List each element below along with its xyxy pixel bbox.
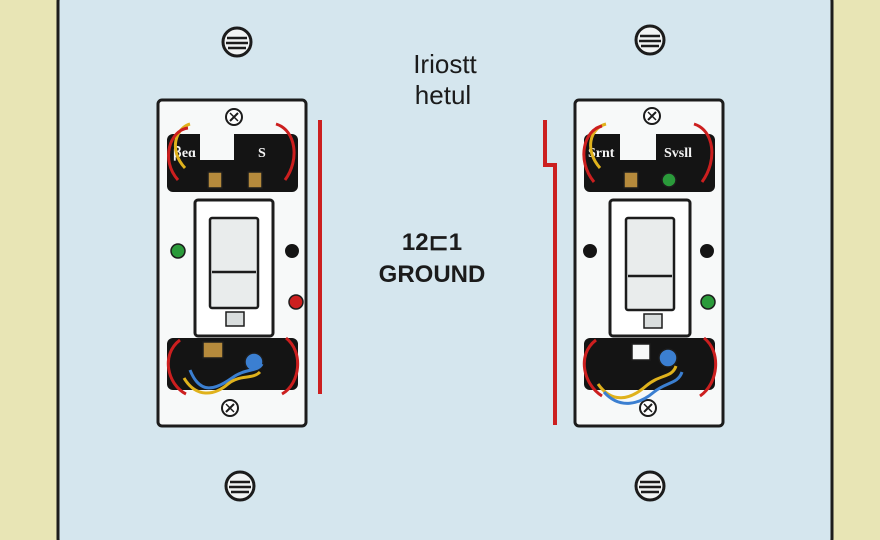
right-switch: Srnt Svsll	[573, 98, 725, 428]
plate-screw-bottom-left-icon	[224, 470, 256, 502]
left-top-terminal-block	[167, 134, 298, 192]
left-bottom-red-wire-1	[166, 338, 187, 396]
plate-screw-bottom-right-icon	[634, 470, 666, 502]
left-red-dot	[288, 294, 304, 310]
title-line-2: hetul	[415, 80, 471, 110]
right-top-red-wire-1	[582, 124, 603, 183]
left-top-mount-screw-icon	[225, 108, 243, 126]
right-top-mount-screw-icon	[643, 107, 661, 125]
right-blue-wire	[602, 371, 684, 405]
left-top-red-wire-2	[275, 122, 296, 181]
left-ground-dot	[170, 243, 186, 259]
right-terminal-left-label: Srnt	[588, 146, 615, 161]
title-line-1: Iriostt	[413, 49, 477, 79]
right-bottom-red-wire-2	[699, 336, 718, 398]
center-number-label: 12⊏1	[402, 229, 462, 256]
right-terminal-right-label: Svsll	[664, 146, 692, 161]
left-rocker-switch-icon[interactable]	[208, 216, 260, 310]
right-top-yellow-wire	[589, 122, 607, 169]
left-switch-slot	[225, 311, 245, 327]
right-rocker-switch-icon[interactable]	[624, 216, 676, 312]
right-top-terminal-block	[584, 134, 715, 192]
right-bottom-red-wire-1	[582, 338, 603, 398]
right-top-label-window	[620, 134, 656, 160]
right-switch-slot	[643, 313, 663, 329]
left-bottom-yellow-wire	[182, 370, 262, 395]
left-bottom-red-wire-2	[281, 336, 300, 396]
left-top-terminal-brass-2	[247, 171, 263, 189]
left-bottom-mount-screw-icon	[221, 399, 239, 417]
left-top-yellow-wire	[173, 122, 191, 170]
plate-screw-top-right-icon	[634, 24, 666, 56]
right-hot-feed-wire	[543, 120, 557, 425]
right-bottom-mount-screw-icon	[639, 399, 657, 417]
right-top-red-wire-2	[693, 122, 714, 183]
plate-screw-top-left-icon	[221, 26, 253, 58]
right-neutral-terminal	[658, 348, 678, 368]
right-black-dot-left	[583, 244, 597, 258]
right-top-ground-terminal	[661, 172, 677, 188]
right-bottom-yellow-wire	[596, 365, 678, 400]
ground-label: GROUND	[379, 261, 486, 288]
right-bottom-terminal-plate	[631, 343, 651, 361]
left-bottom-terminal-block	[167, 338, 298, 390]
left-bottom-terminal-brass	[202, 341, 224, 359]
right-ground-dot	[700, 294, 716, 310]
left-black-dot	[285, 244, 299, 258]
left-top-terminal-brass-1	[207, 171, 223, 189]
right-black-dot-right	[700, 244, 714, 258]
left-terminal-right-label: S	[258, 146, 266, 161]
left-blue-wire	[188, 363, 264, 390]
left-top-red-wire-1	[167, 126, 189, 182]
right-bottom-terminal-block	[584, 338, 715, 390]
right-top-terminal-brass	[623, 171, 639, 189]
left-top-label-window	[200, 134, 234, 160]
left-switch: ꞵeɑ S	[156, 98, 308, 428]
